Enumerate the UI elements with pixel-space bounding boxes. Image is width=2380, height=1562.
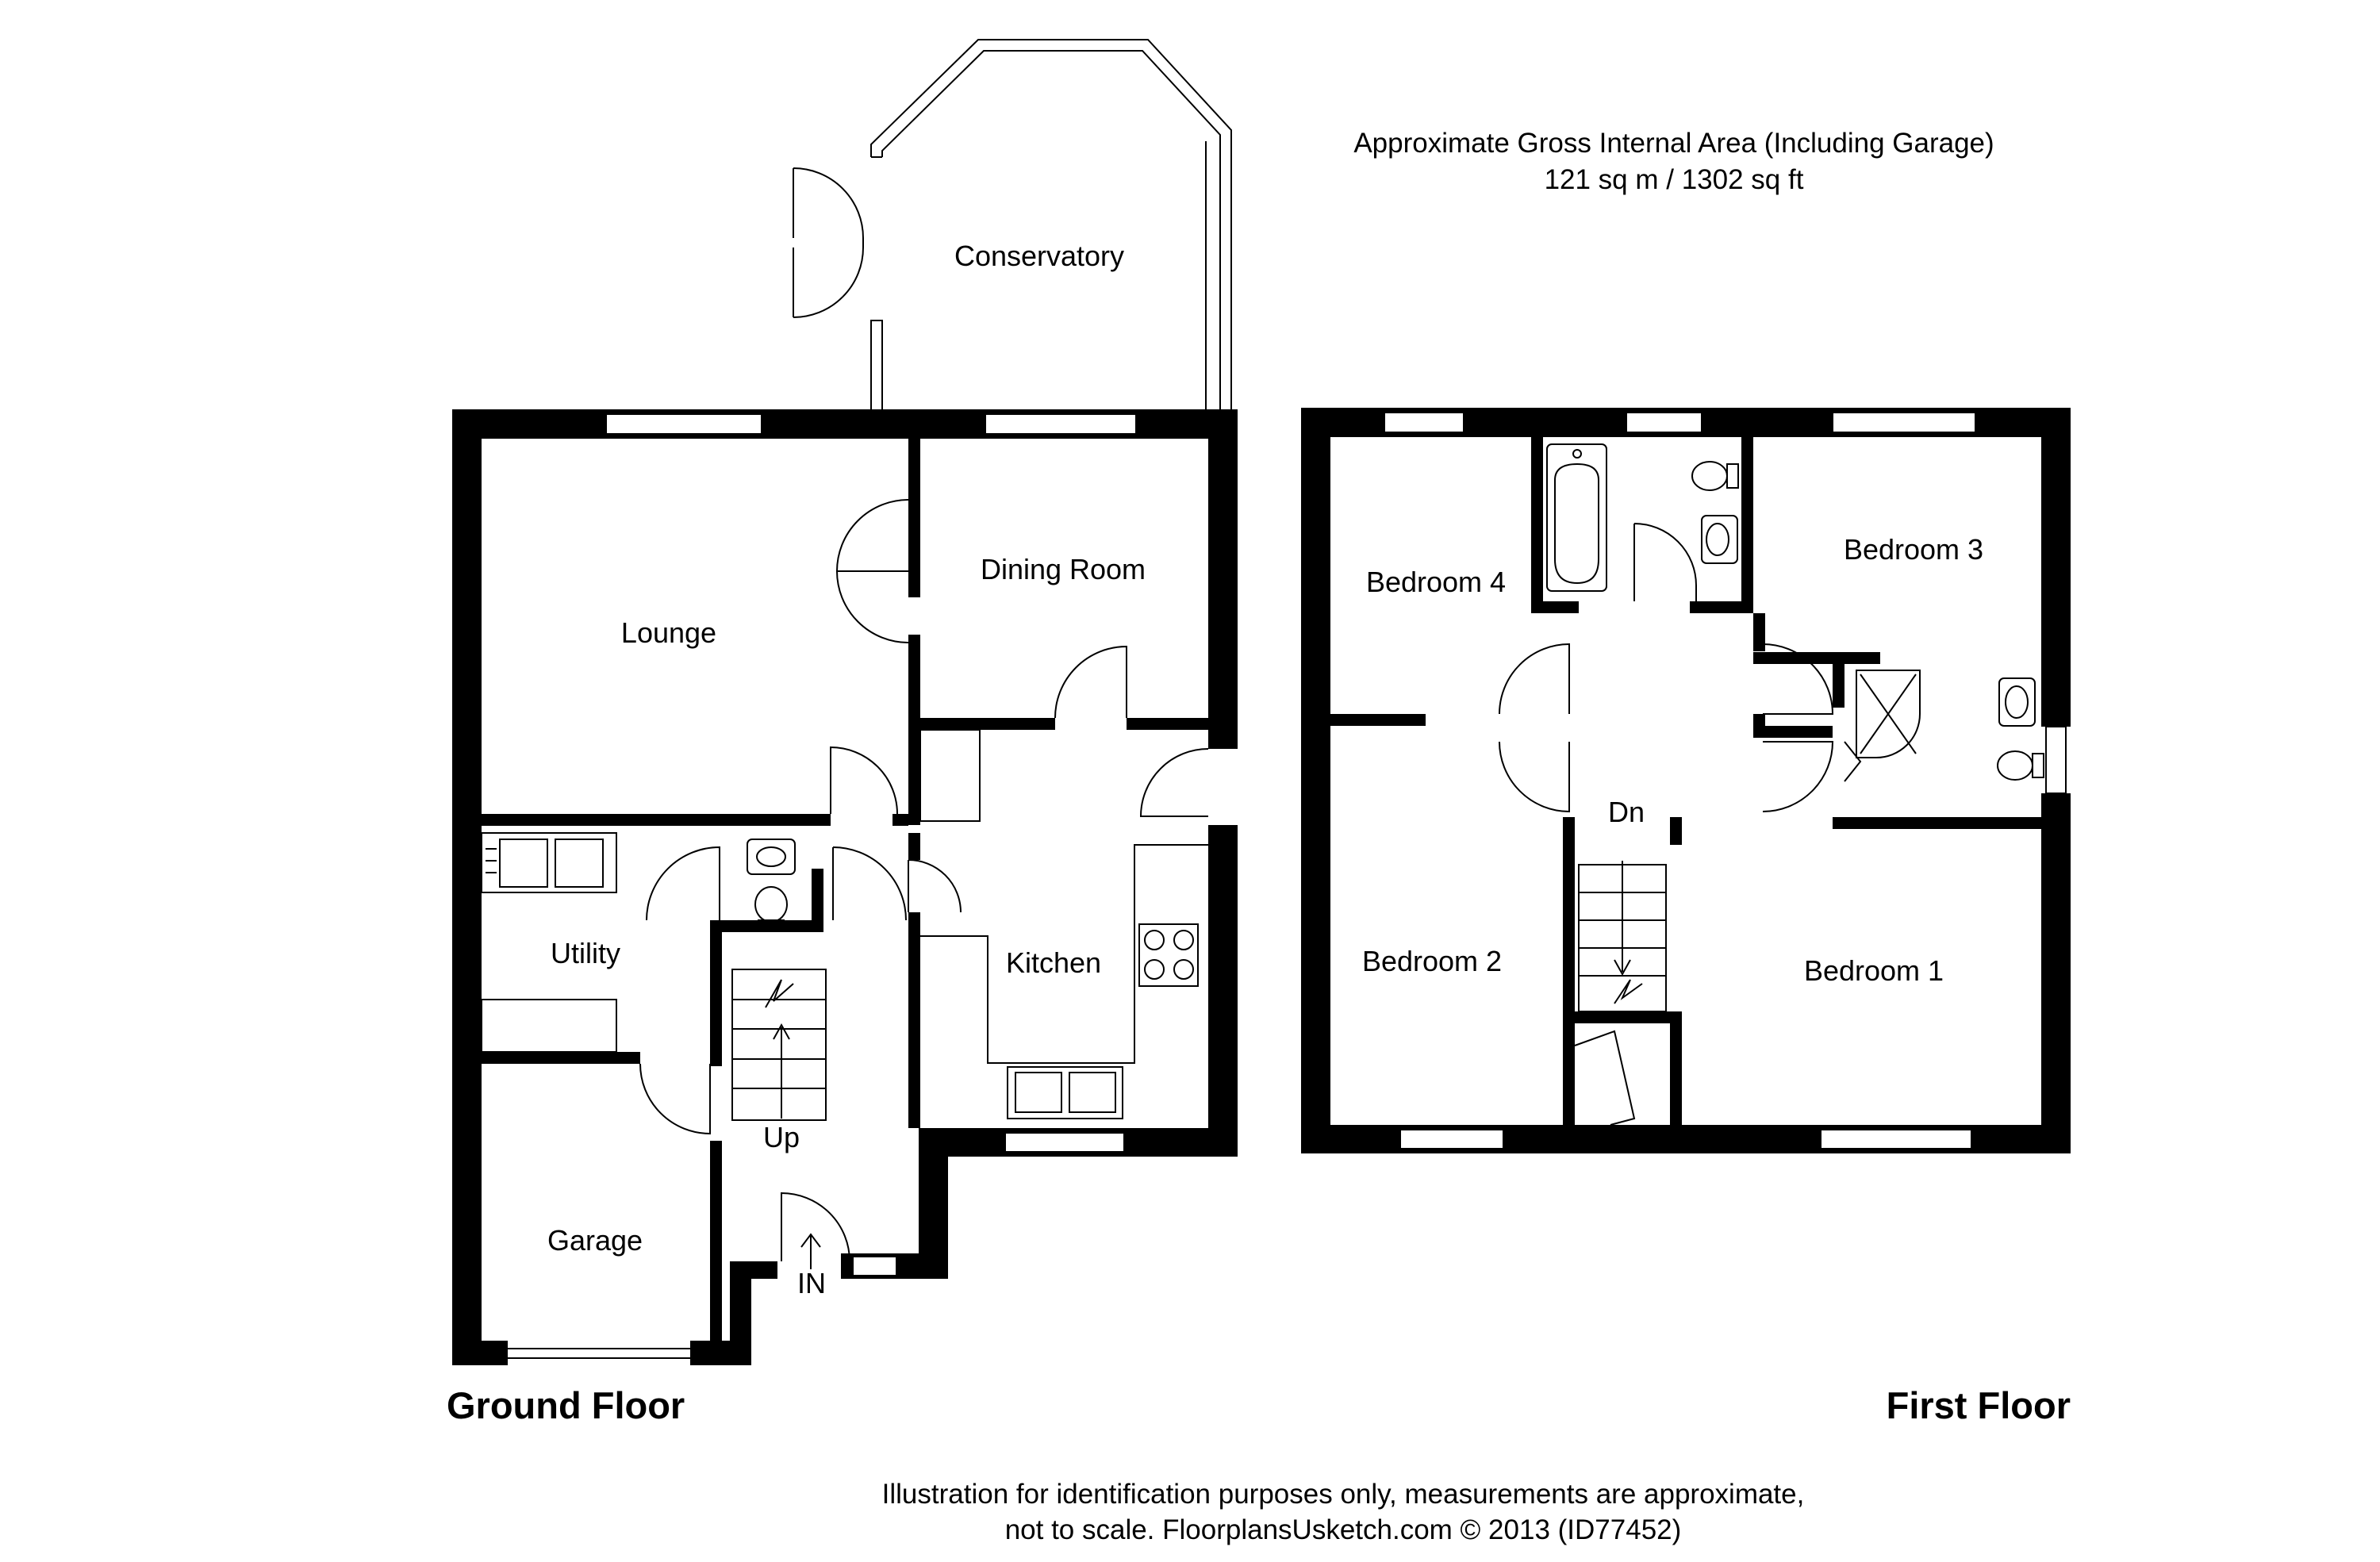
shower-room-basin-icon: [1998, 677, 2036, 727]
first-staircase: [1578, 861, 1667, 1012]
cupboard-door: [1574, 1030, 1636, 1126]
bathroom-toilet-icon: [1691, 461, 1739, 491]
utility-worktop: [481, 832, 617, 893]
stair-down-label: Dn: [1608, 796, 1645, 828]
shower-room-toilet-icon: [1997, 750, 2044, 781]
wc-toilet-icon: [754, 886, 788, 929]
lounge-window: [605, 413, 762, 435]
bathroom-door: [1633, 523, 1697, 601]
ground-inner-walls: [482, 439, 1208, 1365]
kitchen-units: [919, 729, 1208, 1119]
garage-label: Garage: [547, 1224, 643, 1257]
bath-icon: [1546, 443, 1607, 592]
entrance-label: IN: [797, 1267, 826, 1299]
area-value: 121 sq m / 1302 sq ft: [1545, 164, 1804, 195]
bedroom-1-window: [1820, 1129, 1972, 1149]
wc-doors: [646, 846, 907, 921]
hall-window: [852, 1256, 897, 1276]
dining-patio-door: [985, 413, 1137, 435]
conservatory-outline: [870, 39, 1232, 413]
bedroom-4-window: [1384, 412, 1464, 433]
dining-kitchen-door: [1054, 645, 1127, 719]
dining-room-label: Dining Room: [981, 553, 1146, 585]
bedroom-2-window: [1399, 1129, 1504, 1149]
bedroom-3-window: [1832, 412, 1976, 433]
first-floor-plan: Bedroom 4 Bedroom 3 Bedroom 2 Bedroom 1 …: [1301, 408, 2071, 1153]
bedroom-3-label: Bedroom 3: [1844, 533, 1983, 566]
bedroom-2-label: Bedroom 2: [1362, 945, 1502, 977]
hall-lounge-door: [830, 746, 898, 815]
ground-floor-plan: Conservatory Lounge Dining Room Kitchen …: [452, 39, 1238, 1365]
disclaimer-line-2: not to scale. FloorplansUsketch.com © 20…: [1005, 1514, 1682, 1545]
lounge-dining-doors: [835, 499, 909, 643]
shower-room-window: [2045, 726, 2067, 794]
conservatory-doors: [793, 167, 864, 318]
utility-counter: [481, 999, 617, 1053]
ground-staircase: [731, 969, 827, 1121]
disclaimer-line-1: Illustration for identification purposes…: [882, 1479, 1805, 1510]
utility-door: [639, 1063, 711, 1135]
conservatory-label: Conservatory: [954, 240, 1124, 272]
entrance-arrow-icon: [800, 1233, 821, 1269]
ground-floor-title: Ground Floor: [447, 1384, 685, 1426]
hall-kitchen-door: [908, 859, 962, 913]
bedroom-4-label: Bedroom 4: [1366, 566, 1506, 598]
first-floor-title: First Floor: [1887, 1384, 2071, 1426]
lounge-label: Lounge: [621, 616, 716, 649]
front-door: [781, 1192, 850, 1262]
utility-label: Utility: [551, 937, 620, 969]
hob-icon: [1138, 923, 1199, 987]
kitchen-side-door: [1139, 748, 1209, 817]
shower-icon: [1856, 670, 1921, 758]
kitchen-window: [1004, 1132, 1125, 1153]
wc-basin-icon: [747, 839, 796, 875]
bathroom-basin-icon: [1701, 515, 1738, 564]
stair-up-label: Up: [763, 1121, 800, 1153]
first-outer-walls: [1301, 408, 2071, 1153]
kitchen-label: Kitchen: [1006, 946, 1101, 979]
first-inner-walls: [1330, 437, 2041, 1125]
bedroom-1-label: Bedroom 1: [1804, 954, 1944, 987]
area-title: Approximate Gross Internal Area (Includi…: [1353, 128, 1994, 159]
landing-doors: [1499, 643, 1862, 813]
bathroom-window: [1626, 412, 1702, 433]
